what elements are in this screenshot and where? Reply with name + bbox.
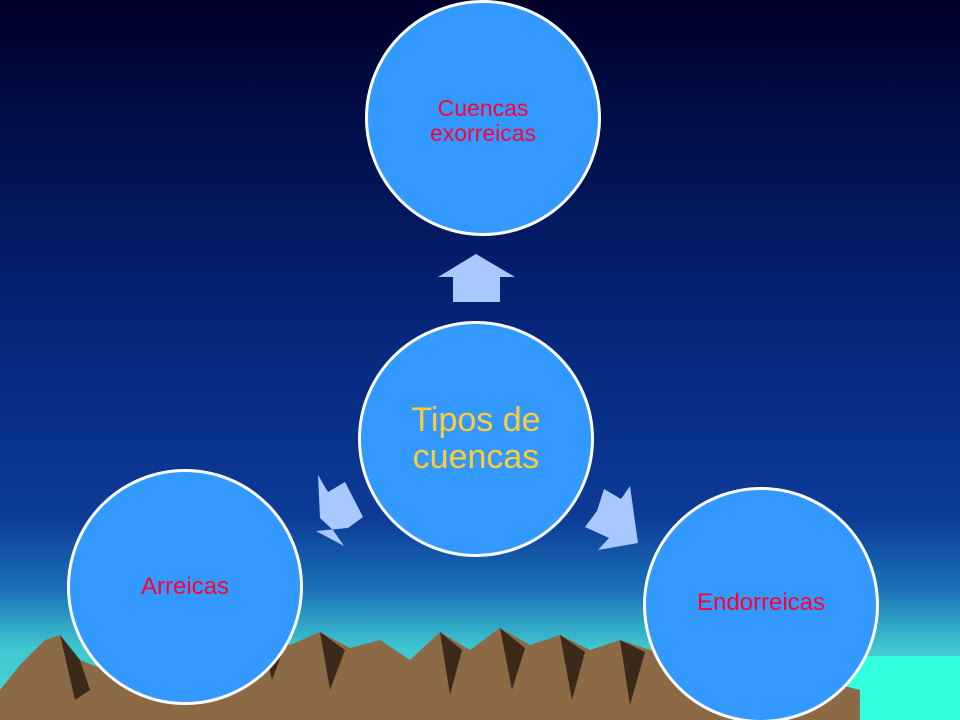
sea xyxy=(845,656,960,720)
node-cuencas-exorreicas-label: Cuencas exorreicas xyxy=(429,94,537,146)
node-cuencas-exorreicas: Cuencas exorreicas xyxy=(365,0,601,236)
node-tipos-de-cuencas-label: Tipos de cuencas xyxy=(411,400,541,476)
node-endorreicas: Endorreicas xyxy=(643,487,879,720)
node-arreicas: Arreicas xyxy=(67,469,303,705)
node-arreicas-label: Arreicas xyxy=(140,572,230,600)
node-endorreicas-label: Endorreicas xyxy=(696,588,826,616)
node-tipos-de-cuencas: Tipos de cuencas xyxy=(358,321,594,557)
